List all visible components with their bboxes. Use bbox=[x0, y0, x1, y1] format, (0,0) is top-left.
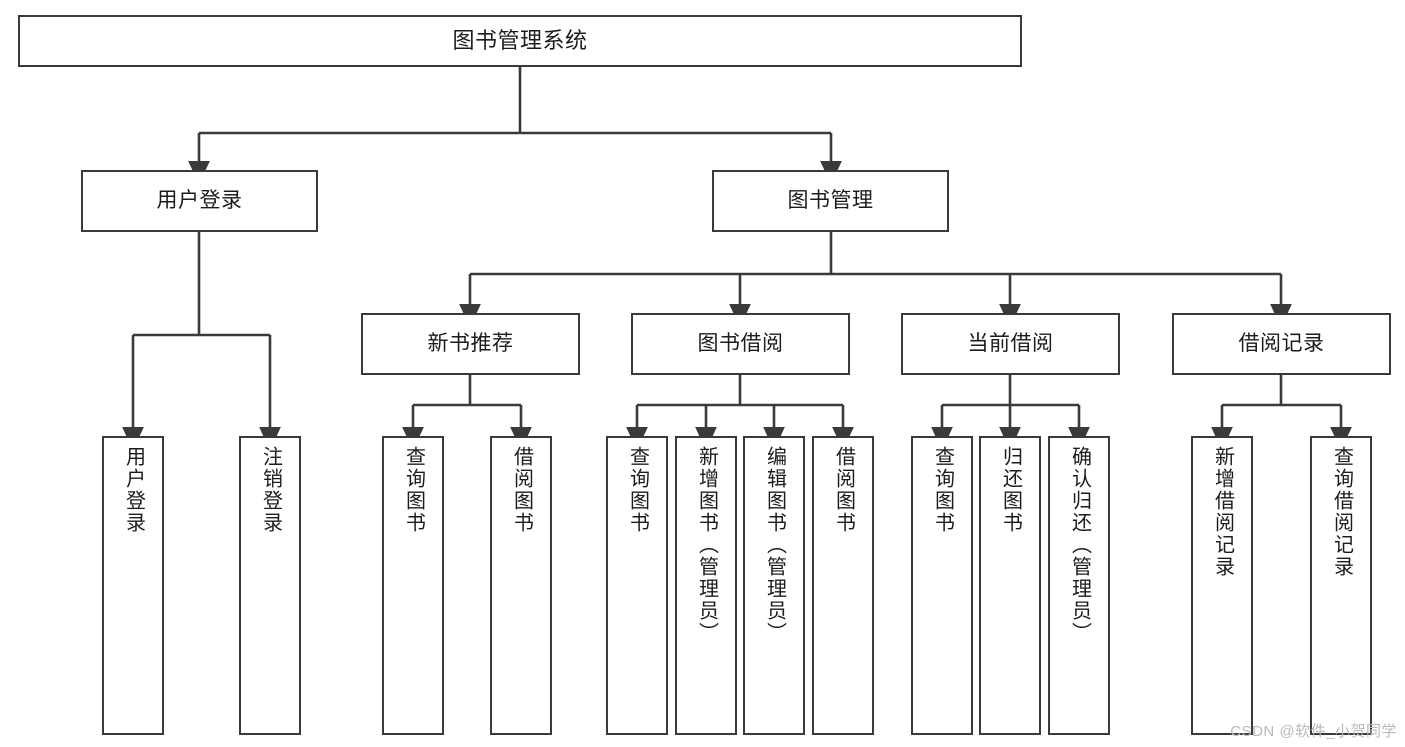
node-leaf-confirm-return[interactable]: 确认归还（管理员） bbox=[1048, 436, 1110, 735]
node-user-login[interactable]: 用户登录 bbox=[81, 170, 318, 232]
node-leaf-query-book-2[interactable]: 查询图书 bbox=[606, 436, 668, 735]
node-leaf-borrow-book-1[interactable]: 借阅图书 bbox=[490, 436, 552, 735]
node-leaf-user-login[interactable]: 用户登录 bbox=[102, 436, 164, 735]
node-leaf-logout-label: 注销登录 bbox=[259, 446, 282, 534]
node-leaf-add-record[interactable]: 新增借阅记录 bbox=[1191, 436, 1253, 735]
node-leaf-return-book-label: 归还图书 bbox=[999, 446, 1022, 534]
node-borrow-record[interactable]: 借阅记录 bbox=[1172, 313, 1391, 375]
node-leaf-user-login-label: 用户登录 bbox=[122, 446, 145, 534]
node-leaf-edit-book[interactable]: 编辑图书（管理员） bbox=[743, 436, 805, 735]
node-root[interactable]: 图书管理系统 bbox=[18, 15, 1022, 67]
node-leaf-edit-book-label: 编辑图书（管理员） bbox=[763, 446, 786, 644]
node-leaf-add-record-label: 新增借阅记录 bbox=[1211, 446, 1234, 578]
node-leaf-query-book-1[interactable]: 查询图书 bbox=[382, 436, 444, 735]
node-book-borrow-label: 图书借阅 bbox=[697, 331, 784, 355]
node-book-manage-label: 图书管理 bbox=[787, 188, 874, 212]
node-leaf-add-book[interactable]: 新增图书（管理员） bbox=[675, 436, 737, 735]
node-leaf-query-book-2-label: 查询图书 bbox=[626, 446, 649, 534]
node-leaf-borrow-book-2[interactable]: 借阅图书 bbox=[812, 436, 874, 735]
node-current-borrow-label: 当前借阅 bbox=[967, 331, 1054, 355]
node-leaf-query-book-3-label: 查询图书 bbox=[931, 446, 954, 534]
csdn-watermark: CSDN @软件_小贺同学 bbox=[1230, 723, 1397, 740]
node-leaf-borrow-book-1-label: 借阅图书 bbox=[510, 446, 533, 534]
node-leaf-logout[interactable]: 注销登录 bbox=[239, 436, 301, 735]
node-root-label: 图书管理系统 bbox=[452, 28, 588, 54]
node-leaf-query-record-label: 查询借阅记录 bbox=[1330, 446, 1353, 578]
node-leaf-query-book-3[interactable]: 查询图书 bbox=[911, 436, 973, 735]
node-current-borrow[interactable]: 当前借阅 bbox=[901, 313, 1120, 375]
node-user-login-label: 用户登录 bbox=[156, 188, 243, 212]
node-book-borrow[interactable]: 图书借阅 bbox=[631, 313, 850, 375]
node-leaf-add-book-label: 新增图书（管理员） bbox=[695, 446, 718, 644]
node-leaf-query-record[interactable]: 查询借阅记录 bbox=[1310, 436, 1372, 735]
node-borrow-record-label: 借阅记录 bbox=[1238, 331, 1325, 355]
node-leaf-return-book[interactable]: 归还图书 bbox=[979, 436, 1041, 735]
node-new-book-recommend[interactable]: 新书推荐 bbox=[361, 313, 580, 375]
node-new-book-recommend-label: 新书推荐 bbox=[427, 331, 514, 355]
node-book-manage[interactable]: 图书管理 bbox=[712, 170, 949, 232]
node-leaf-query-book-1-label: 查询图书 bbox=[402, 446, 425, 534]
node-leaf-confirm-return-label: 确认归还（管理员） bbox=[1068, 446, 1091, 644]
node-leaf-borrow-book-2-label: 借阅图书 bbox=[832, 446, 855, 534]
